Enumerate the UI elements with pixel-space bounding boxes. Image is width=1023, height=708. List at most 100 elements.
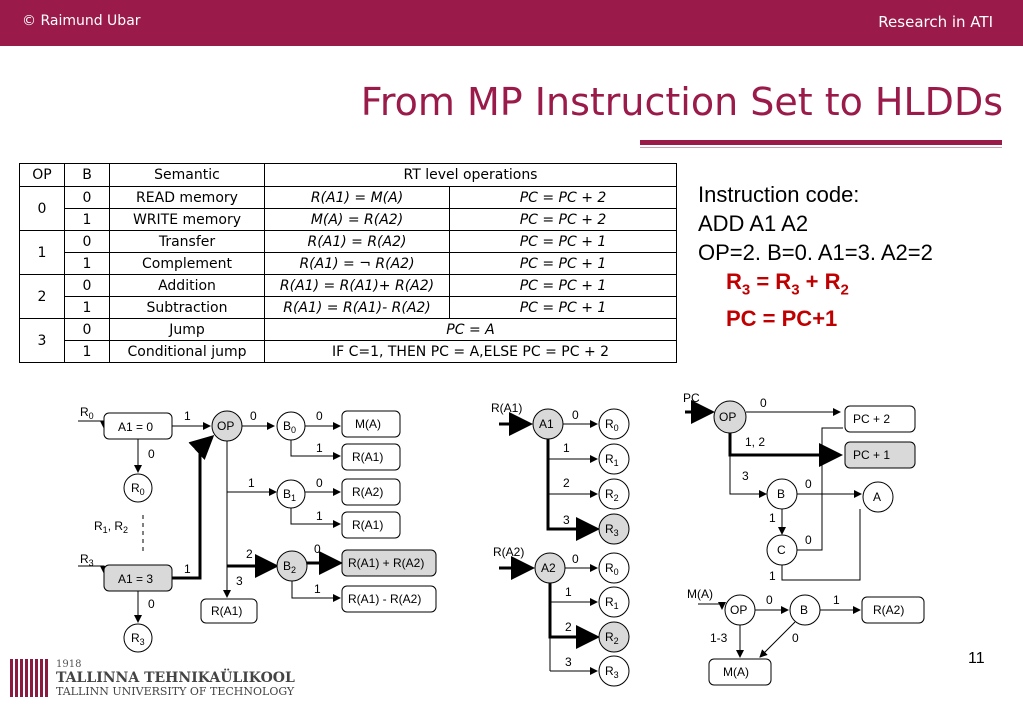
node-ma: [341, 410, 401, 438]
title-underline-thin: [640, 147, 1002, 148]
table-row: 0 0 READ memory R(A1) = M(A) PC = PC + 2: [19, 186, 677, 231]
svg-text:0: 0: [572, 408, 579, 422]
university-logo: 1918 TALLINNA TEHNIKAÜLIKOOL TALLINN UNI…: [10, 659, 300, 699]
svg-text:0: 0: [148, 447, 155, 461]
main-hldd: R0 A1 = 0 0 R0 R1, R2 R3 A1 = 3 0 R3 1 1…: [78, 405, 437, 653]
svg-text:A1: A1: [539, 417, 554, 431]
svg-text:0: 0: [805, 533, 812, 547]
instr-line2: ADD A1 A2: [698, 211, 809, 236]
svg-text:1: 1: [316, 509, 323, 523]
svg-text:B: B: [800, 603, 808, 617]
svg-text:R(A2): R(A2): [493, 545, 524, 559]
node-mem-ra2: [861, 596, 925, 624]
svg-text:R(A2): R(A2): [352, 485, 383, 499]
svg-text:OP: OP: [217, 419, 234, 433]
svg-text:OP: OP: [730, 603, 747, 617]
svg-text:0: 0: [316, 409, 323, 423]
node-ra1-c: [341, 511, 401, 539]
svg-text:1, 2: 1, 2: [745, 435, 765, 449]
svg-text:R(A1): R(A1): [491, 401, 522, 415]
node-mem-ma: [708, 658, 772, 686]
header-op: OP: [19, 163, 65, 187]
table-row: 2 0 Addition R(A1) = R(A1)+ R(A2) PC = P…: [19, 274, 677, 319]
svg-text:R(A1): R(A1): [211, 604, 242, 618]
ra2-hldd: R(A2) A2 0 1 2 3 R0 R1 R2 R3: [493, 545, 630, 687]
page-title: From MP Instruction Set to HLDDs: [360, 80, 1003, 124]
svg-text:0: 0: [760, 396, 767, 410]
svg-text:1-3: 1-3: [710, 631, 728, 645]
svg-text:A: A: [873, 490, 881, 504]
title-underline: [640, 140, 1002, 145]
section-label: Research in ATI: [878, 13, 993, 31]
semantic-cell: Conditional jump: [109, 340, 265, 363]
svg-text:1: 1: [769, 569, 776, 583]
svg-text:R(A1) + R(A2): R(A1) + R(A2): [348, 556, 424, 570]
svg-text:1: 1: [769, 511, 776, 525]
svg-text:0: 0: [805, 477, 812, 491]
svg-text:A1 = 0: A1 = 0: [118, 420, 153, 434]
svg-text:1: 1: [314, 582, 321, 596]
instr-eq1: R3 = R3 + R2: [726, 269, 849, 299]
instr-line3: OP=2. B=0. A1=3. A2=2: [698, 240, 933, 265]
svg-text:1: 1: [833, 593, 840, 607]
svg-text:1: 1: [184, 562, 191, 576]
ra1-hldd: R(A1) A1 0 1 2 3 R0 R1 R2 R3: [491, 401, 630, 545]
logo-bars-icon: [10, 659, 48, 697]
table-row: 1 0 Transfer R(A1) = R(A2) PC = PC + 1: [19, 230, 677, 275]
table-row: 1 Complement R(A1) = ¬ R(A2) PC = PC + 1: [20, 252, 677, 275]
svg-text:PC + 1: PC + 1: [853, 448, 890, 462]
pc-hldd: PC OP 0 1, 2 3 PC + 2 PC + 1 B 0 A 1 C 0…: [683, 391, 916, 583]
svg-text:R(A1) - R(A2): R(A1) - R(A2): [348, 592, 421, 606]
svg-text:1: 1: [565, 585, 572, 599]
instr-line1: Instruction code:: [698, 182, 860, 207]
svg-text:3: 3: [236, 574, 243, 588]
node-pc2: [844, 405, 916, 433]
svg-text:PC: PC: [683, 391, 700, 405]
node-r0: [123, 473, 153, 503]
svg-text:M(A): M(A): [687, 587, 713, 601]
svg-text:R(A1): R(A1): [352, 518, 383, 532]
node-ra2: [341, 478, 401, 506]
svg-text:1: 1: [563, 441, 570, 455]
op-cell: 3: [19, 318, 65, 363]
svg-text:A1 = 3: A1 = 3: [118, 572, 153, 586]
svg-text:2: 2: [563, 476, 570, 490]
rt1-cell: R(A1) = R(A2): [264, 230, 450, 253]
instruction-block: Instruction code: ADD A1 A2 OP=2. B=0. A…: [698, 180, 933, 333]
node-a: [862, 481, 894, 513]
svg-text:A2: A2: [541, 561, 556, 575]
label-r0-in: R0: [80, 405, 94, 421]
semantic-cell: READ memory: [109, 186, 265, 209]
node-ra1-b: [341, 443, 401, 471]
svg-text:PC + 2: PC + 2: [853, 412, 890, 426]
svg-text:M(A): M(A): [355, 417, 381, 431]
svg-text:0: 0: [572, 552, 579, 566]
svg-text:3: 3: [565, 655, 572, 669]
node-ra1: [200, 598, 258, 624]
node-add: [341, 549, 437, 577]
rt-cell: IF C=1, THEN PC = A,ELSE PC = PC + 2: [264, 340, 677, 363]
svg-text:0: 0: [766, 593, 773, 607]
svg-text:B: B: [777, 487, 785, 501]
svg-text:C: C: [777, 543, 786, 557]
svg-text:0: 0: [250, 409, 257, 423]
svg-text:R(A2): R(A2): [873, 603, 904, 617]
svg-text:3: 3: [742, 469, 749, 483]
logo-line2: TALLINN UNIVERSITY OF TECHNOLOGY: [56, 685, 295, 698]
svg-text:M(A): M(A): [723, 665, 749, 679]
header-bar: © Raimund Ubar Research in ATI: [0, 0, 1023, 46]
instr-eq2: PC = PC+1: [726, 306, 838, 332]
node-r3: [123, 623, 153, 653]
header-rt: RT level operations: [264, 163, 677, 187]
table-header-row: OP B Semantic RT level operations: [19, 163, 677, 187]
svg-text:0: 0: [316, 476, 323, 490]
copyright-text: © Raimund Ubar: [22, 13, 141, 29]
svg-text:0: 0: [148, 597, 155, 611]
semantic-cell: Transfer: [109, 230, 265, 253]
svg-text:R(A1): R(A1): [352, 450, 383, 464]
node-sub: [341, 585, 437, 613]
logo-line1: TALLINNA TEHNIKAÜLIKOOL: [56, 670, 295, 686]
svg-text:0: 0: [792, 631, 799, 645]
node-pc1: [844, 441, 916, 469]
